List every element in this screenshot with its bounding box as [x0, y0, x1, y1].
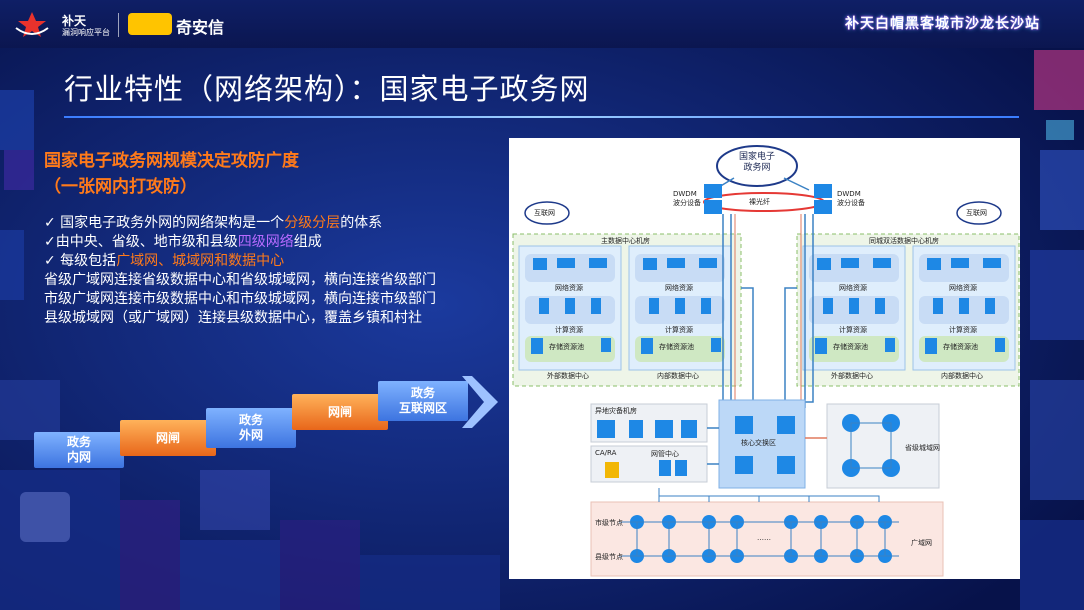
- wan-label: 广域网: [911, 539, 932, 547]
- step-3: 政务 外网: [206, 408, 296, 448]
- compute-res-label: 计算资源: [555, 326, 583, 334]
- fiber-label: 裸光纤: [749, 198, 770, 206]
- bullet-6: 县级城域网（或广域网）连接县级数据中心，覆盖乡镇和村社: [44, 310, 422, 326]
- step-2: 网闸: [120, 420, 216, 456]
- offsite-room-label: 异地灾备机房: [595, 407, 637, 415]
- internet-right-label: 互联网: [966, 209, 987, 217]
- title-underline: [64, 116, 1019, 118]
- internal-dc-label: 内部数据中心: [941, 372, 983, 380]
- compute-res-label: 计算资源: [839, 326, 867, 334]
- ellipsis-label: ……: [757, 534, 771, 542]
- subtitle-line-2: （一张网内打攻防）: [44, 177, 197, 197]
- compute-res-label: 计算资源: [665, 326, 693, 334]
- storage-res-label: 存储资源池: [943, 343, 978, 351]
- main-dc-label: 主数据中心机房: [601, 237, 650, 245]
- external-dc-label: 外部数据中心: [831, 372, 873, 380]
- dwdm-right-label: DWDM 波分设备: [837, 190, 865, 207]
- county-node-label: 县级节点: [595, 553, 623, 561]
- qianxin-name: 奇安信: [176, 18, 225, 37]
- bullet-3: ✓ 每级包括广域网、城域网和数据中心: [44, 253, 285, 269]
- internet-left-label: 互联网: [534, 209, 555, 217]
- compute-res-label: 计算资源: [949, 326, 977, 334]
- network-res-label: 网络资源: [839, 284, 867, 292]
- provincial-man-label: 省级城域网: [905, 444, 940, 452]
- external-dc-label: 外部数据中心: [547, 372, 589, 380]
- ca-ra-label: CA/RA: [595, 449, 617, 457]
- storage-res-label: 存储资源池: [549, 343, 584, 351]
- butian-sub: 漏洞响应平台: [62, 28, 110, 37]
- arrow-head-icon: [462, 376, 498, 428]
- bullet-4: 省级广域网连接省级数据中心和省级城域网，横向连接省级部门: [44, 272, 436, 288]
- bullet-1: ✓ 国家电子政务外网的网络架构是一个分级分层的体系: [44, 215, 383, 231]
- cloud-label: 国家电子 政务网: [738, 152, 775, 173]
- dwdm-left-label: DWDM 波分设备: [673, 190, 701, 207]
- network-res-label: 网络资源: [555, 284, 583, 292]
- logo-divider: [118, 13, 119, 37]
- storage-res-label: 存储资源池: [833, 343, 868, 351]
- network-res-label: 网络资源: [949, 284, 977, 292]
- butian-logo-icon: [15, 12, 49, 37]
- qianxin-mascot-icon: [128, 13, 172, 35]
- network-diagram: 国家电子 政务网 DWDM 波分设备 DWDM 波分设备 裸光纤 互联网 互联网…: [509, 138, 1020, 579]
- event-banner: 补天白帽黑客城市沙龙长沙站: [845, 16, 1040, 32]
- network-res-label: 网络资源: [665, 284, 693, 292]
- page-title: 行业特性（网络架构）：国家电子政务网: [64, 72, 590, 106]
- step-4: 网闸: [292, 394, 388, 430]
- storage-res-label: 存储资源池: [659, 343, 694, 351]
- subtitle: 国家电子政务网规模决定攻防广度 （一张网内打攻防）: [44, 148, 299, 200]
- subtitle-line-1: 国家电子政务网规模决定攻防广度: [44, 151, 299, 171]
- butian-name: 补天: [62, 14, 87, 28]
- bullet-2: ✓由中央、省级、地市级和县级四级网络组成: [44, 234, 322, 250]
- step-1: 政务 内网: [34, 432, 124, 468]
- bullet-5: 市级广域网连接市级数据中心和市级城域网，横向连接市级部门: [44, 291, 436, 307]
- internal-dc-label: 内部数据中心: [657, 372, 699, 380]
- step-5: 政务 互联网区: [378, 381, 468, 421]
- city-node-label: 市级节点: [595, 519, 623, 527]
- core-zone-label: 核心交换区: [741, 439, 776, 447]
- bullet-list: ✓ 国家电子政务外网的网络架构是一个分级分层的体系 ✓由中央、省级、地市级和县级…: [44, 214, 504, 328]
- nms-label: 网管中心: [651, 450, 679, 458]
- backup-dc-label: 同城双活数据中心机房: [869, 237, 939, 245]
